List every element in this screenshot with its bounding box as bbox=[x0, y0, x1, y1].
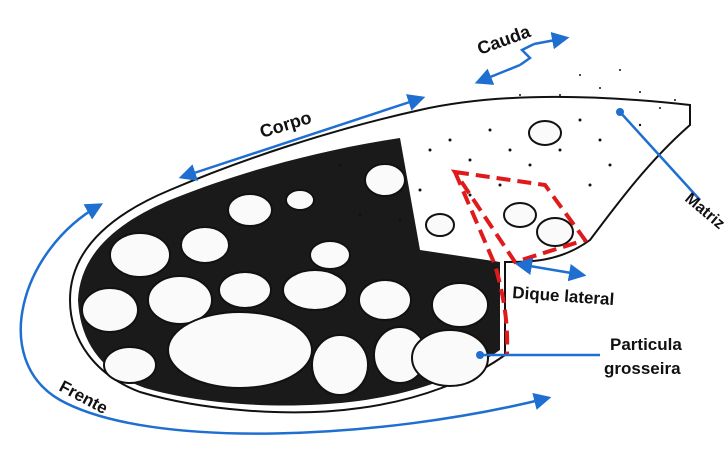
label-particula-line2: grosseira bbox=[604, 359, 681, 378]
label-matriz: Matriz bbox=[681, 190, 726, 233]
dique-lateral-arrow bbox=[518, 264, 583, 275]
particula-pointer-dot bbox=[476, 351, 484, 359]
matriz-pointer-dot bbox=[616, 108, 624, 116]
label-particula-line1: Particula bbox=[610, 335, 682, 354]
label-dique-lateral: Dique lateral bbox=[512, 283, 615, 309]
cauda-break-mark bbox=[520, 44, 534, 65]
cauda-arrow-right bbox=[534, 38, 566, 44]
cauda-arrow-left bbox=[478, 65, 520, 82]
